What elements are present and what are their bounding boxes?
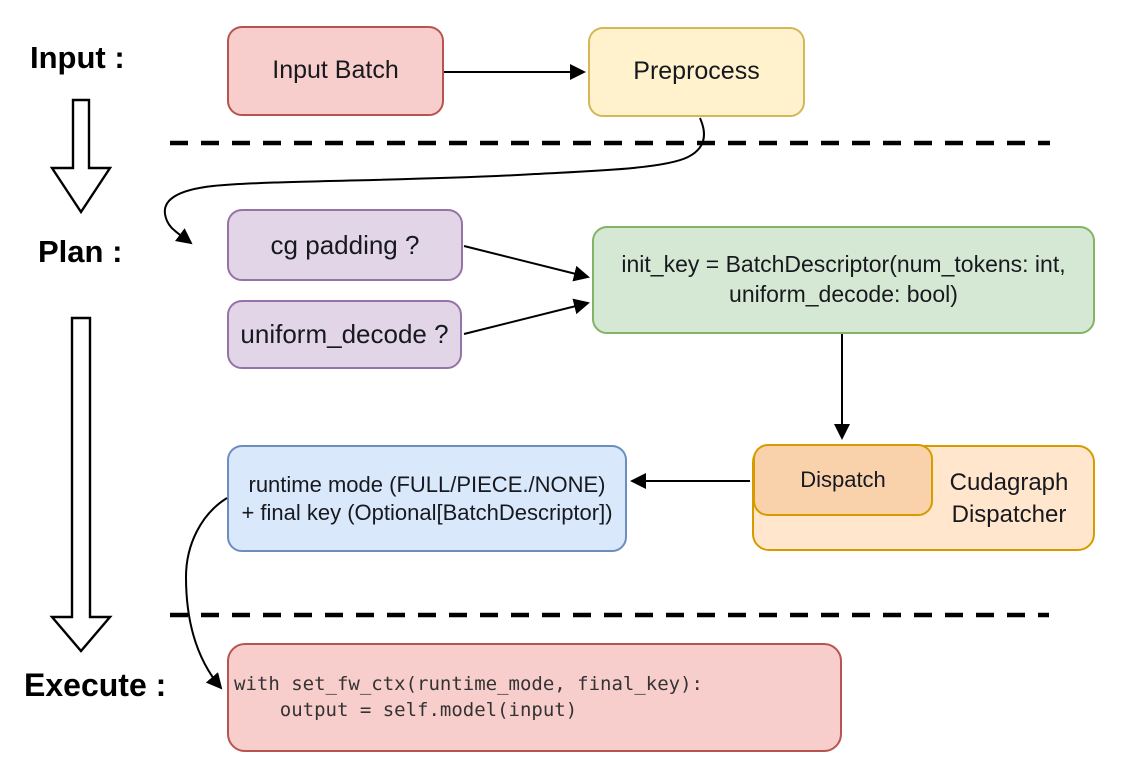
node-input-batch: Input Batch (227, 26, 444, 116)
node-cg-padding: cg padding ? (227, 209, 463, 281)
arrow-runtimemode-to-execute (184, 497, 228, 690)
node-init-key: init_key = BatchDescriptor(num_tokens: i… (592, 226, 1095, 334)
plan-stage-label: Plan : (38, 234, 123, 269)
input-stage-label: Input : (30, 40, 125, 75)
node-preprocess: Preprocess (588, 27, 805, 117)
node-dispatch: Dispatch (753, 444, 933, 516)
arrow-cgpadding-to-initkey (463, 245, 590, 282)
plan-to-execute-down-arrow-icon (49, 316, 113, 653)
arrow-uniformdecode-to-initkey (463, 298, 590, 335)
node-execute-code: with set_fw_ctx(runtime_mode, final_key)… (227, 643, 842, 752)
execute-stage-label: Execute : (24, 667, 167, 703)
cudagraph-dispatcher-label: Cudagraph Dispatcher (949, 468, 1069, 528)
node-uniform-decode: uniform_decode ? (227, 300, 462, 369)
input-to-plan-down-arrow-icon (49, 98, 113, 215)
node-runtime-mode: runtime mode (FULL/PIECE./NONE) + final … (227, 445, 627, 552)
